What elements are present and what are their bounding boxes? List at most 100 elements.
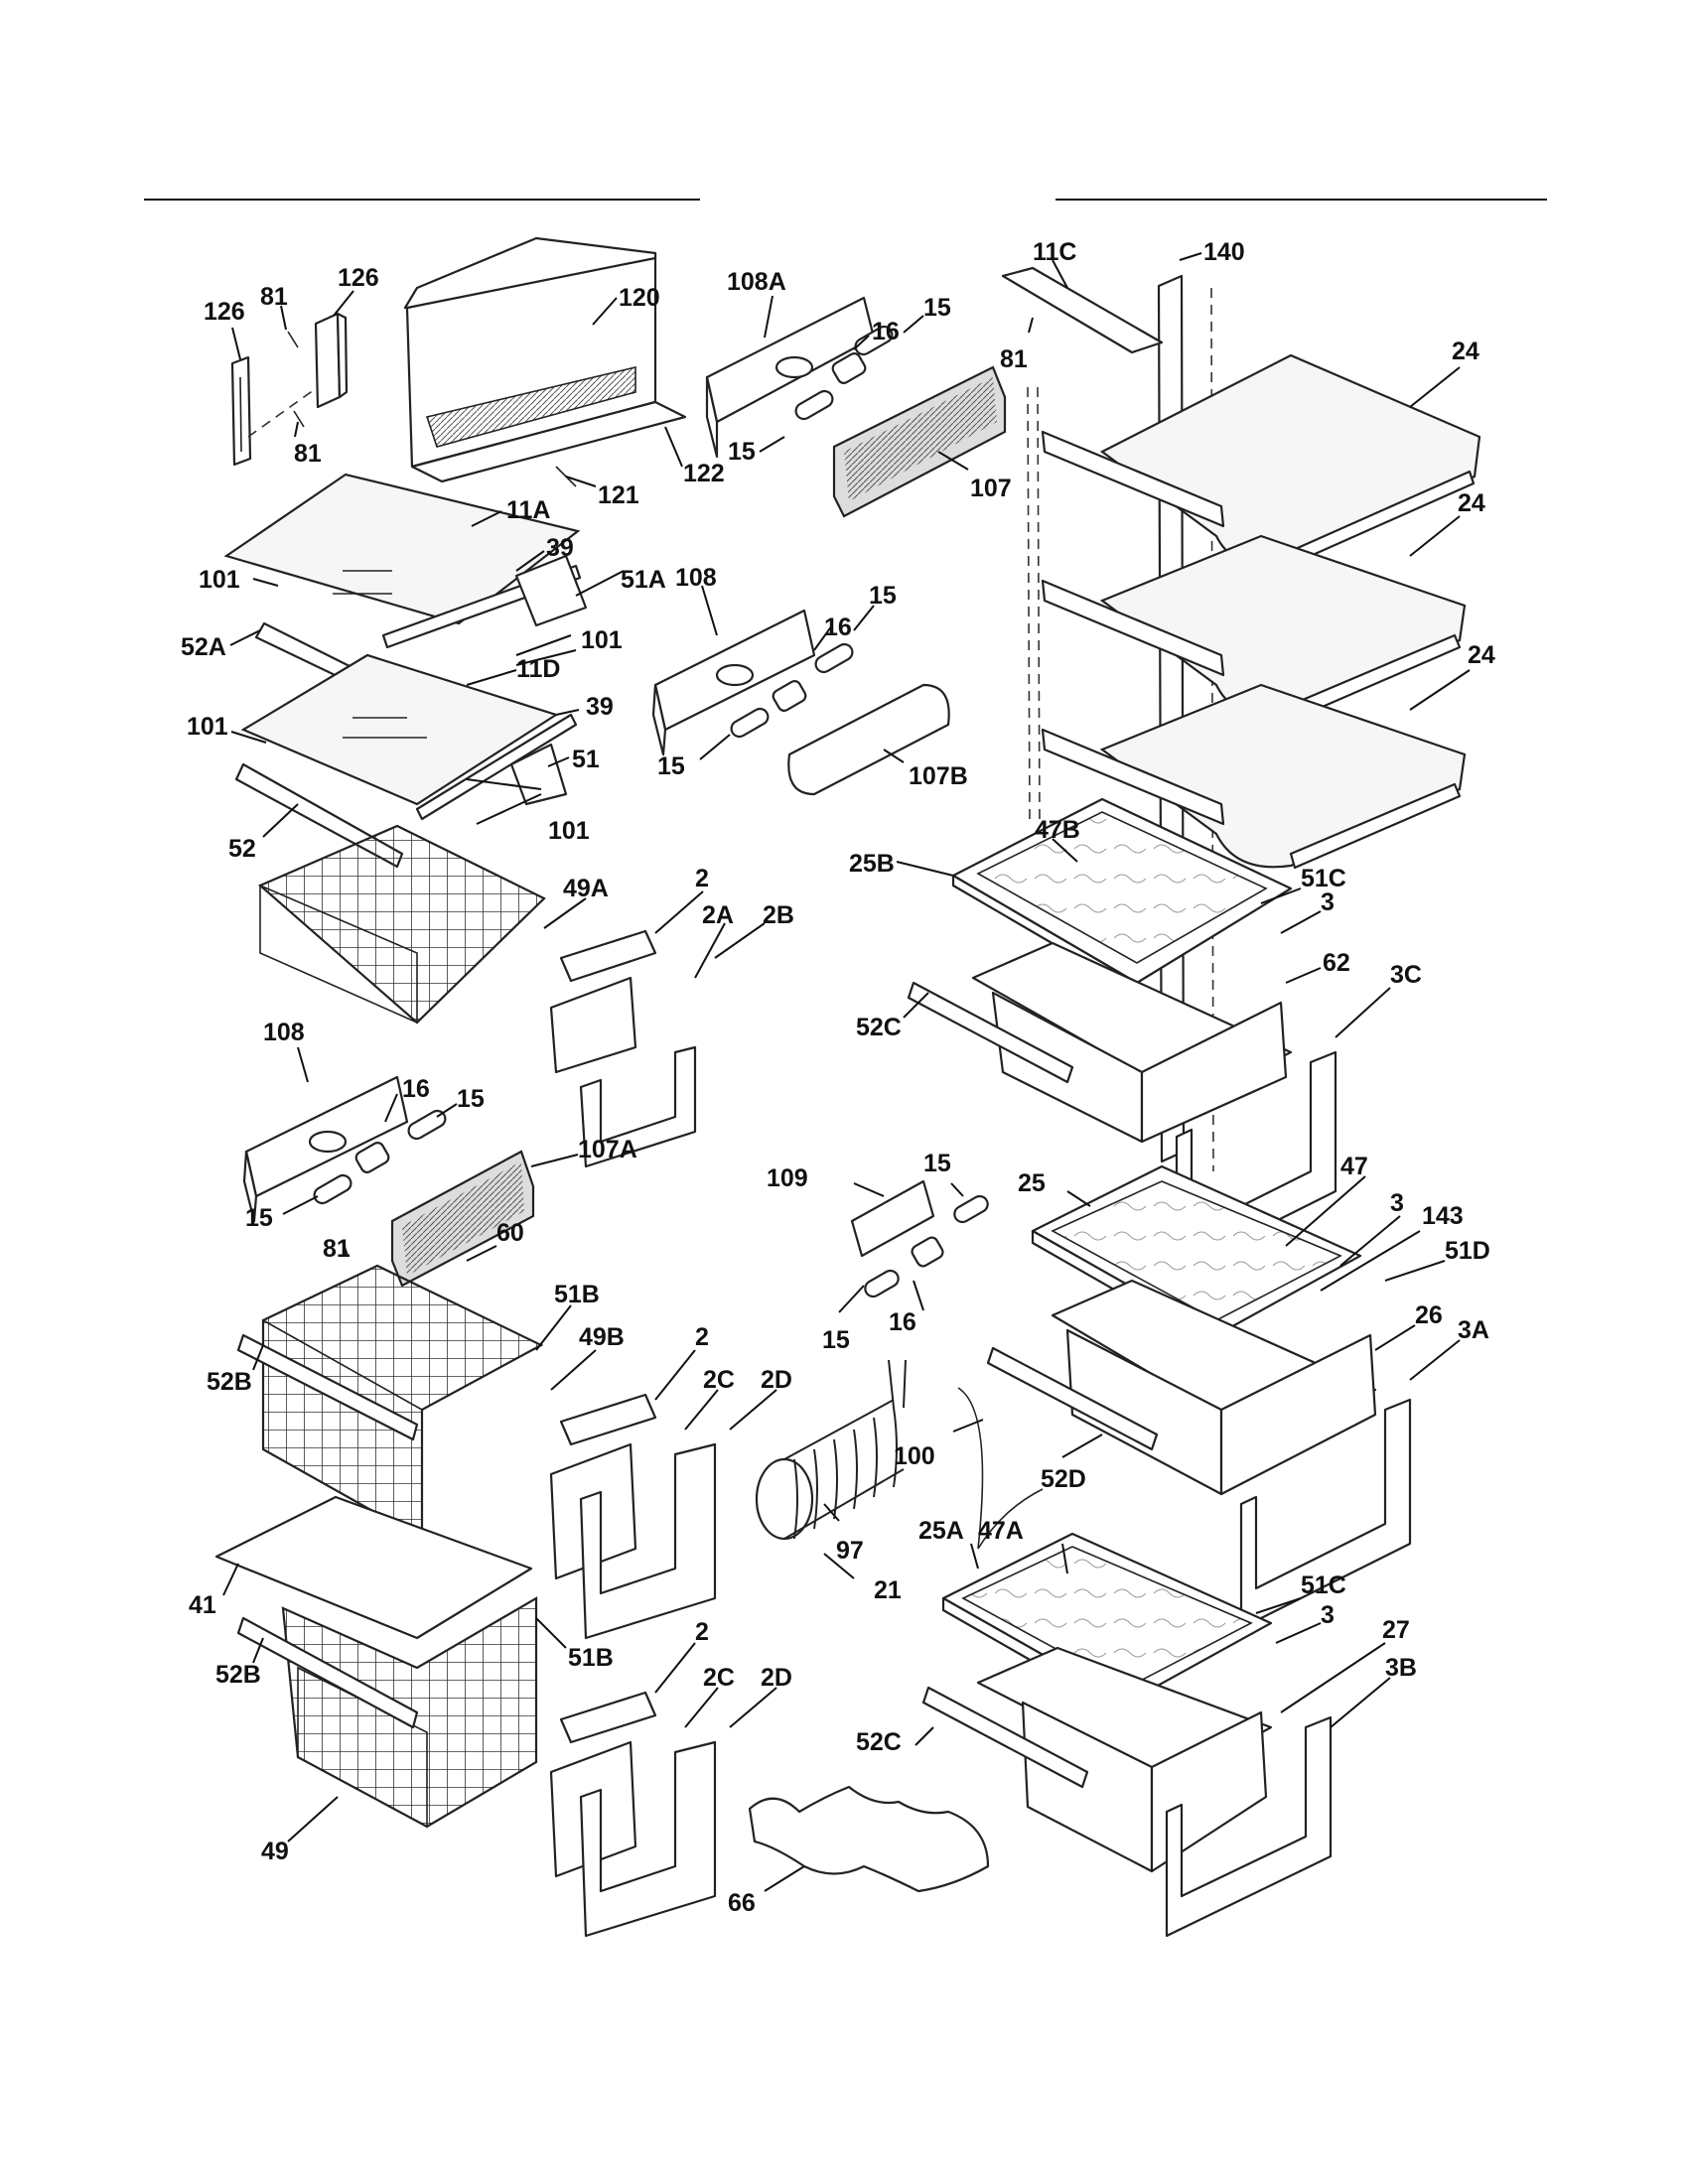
slide-52D [986, 1346, 1159, 1451]
bin-holder-2-top [549, 929, 697, 1168]
light-housing-109 [850, 1179, 989, 1298]
screws-81 [247, 331, 319, 438]
callout-label: 11A [506, 496, 550, 524]
callout-label: 11D [516, 655, 560, 683]
callout-label: 3 [1321, 888, 1335, 916]
wine-rack-66 [748, 1785, 990, 1893]
callout-label: 11C [1033, 238, 1076, 266]
basket-49B [261, 1264, 544, 1541]
callout-label: 107B [909, 762, 968, 790]
callout-label: 3 [1321, 1601, 1335, 1629]
callout-label: 2D [761, 1664, 792, 1692]
bracket-126-right [314, 312, 349, 409]
bin-holder-2-low [549, 1691, 717, 1938]
callout-label: 24 [1452, 338, 1479, 365]
callout-label: 16 [824, 614, 852, 641]
callout-label: 51C [1301, 1571, 1346, 1599]
cover-41 [214, 1495, 533, 1640]
crisper-pan-27 [976, 1646, 1273, 1873]
callout-label: 49B [579, 1323, 625, 1351]
mullion-100 [957, 1387, 1044, 1550]
callout-label: 15 [822, 1326, 850, 1354]
callout-label: 107 [970, 475, 1012, 502]
callout-label: 2D [761, 1366, 792, 1394]
callout-label: 2 [695, 865, 709, 892]
housing-108 [651, 609, 816, 756]
bulbs-15-16-top [794, 325, 894, 421]
callout-label: 81 [1000, 345, 1028, 373]
callout-label: 25 [1018, 1169, 1046, 1197]
callout-label: 52B [215, 1661, 261, 1689]
callout-label: 15 [457, 1085, 485, 1113]
callout-label: 3 [1390, 1189, 1404, 1217]
callout-label: 100 [894, 1442, 935, 1470]
callout-label: 2 [695, 1323, 709, 1351]
grille-107 [832, 365, 1007, 518]
callout-label: 52 [228, 835, 256, 863]
callout-label: 15 [869, 582, 897, 610]
callout-label: 51C [1301, 865, 1346, 892]
callout-label: 60 [496, 1219, 524, 1247]
callout-label: 15 [923, 294, 951, 322]
callout-label: 16 [889, 1308, 916, 1336]
slide-52C-low [921, 1686, 1089, 1789]
slide-51 [509, 743, 568, 806]
callout-label: 51 [572, 746, 600, 773]
bulbs-15-16-lower [313, 1109, 447, 1205]
bulbs-15-16-mid [730, 642, 854, 739]
callout-label: 108 [675, 564, 717, 592]
callout-label: 41 [189, 1591, 216, 1619]
callout-label: 81 [260, 283, 288, 311]
callout-label: 47A [978, 1517, 1024, 1545]
callout-label: 49 [261, 1838, 289, 1865]
trim-39-lower [415, 713, 578, 821]
callout-label: 47 [1340, 1153, 1368, 1180]
leader-lines [222, 252, 1471, 1892]
shelf-24-mid [1041, 534, 1467, 721]
callout-label: 2C [703, 1664, 735, 1692]
callout-label: 2 [695, 1618, 709, 1646]
callout-label: 3B [1385, 1654, 1417, 1682]
callout-label: 120 [619, 284, 660, 312]
callout-label: 25B [849, 850, 895, 878]
callout-label: 101 [199, 566, 240, 594]
callout-label: 2A [702, 901, 734, 929]
callout-label: 108 [263, 1019, 305, 1046]
glass-shelf-11D [240, 653, 559, 806]
grille-107A [390, 1150, 535, 1288]
crisper-pan-26 [1051, 1279, 1377, 1496]
callout-label: 3C [1390, 961, 1422, 989]
callout-label: 51D [1445, 1237, 1490, 1265]
callout-label: 126 [204, 298, 245, 326]
callout-label: 16 [402, 1075, 430, 1103]
callout-label: 122 [683, 460, 725, 487]
callout-label: 39 [586, 693, 614, 721]
rail-52B-upper [236, 1333, 419, 1441]
heater-97 [755, 1359, 907, 1541]
callout-label: 51B [554, 1281, 600, 1308]
callout-label: 26 [1415, 1301, 1443, 1329]
callout-label: 81 [294, 440, 322, 468]
callout-label: 121 [598, 481, 639, 509]
callout-label: 108A [727, 268, 786, 296]
cover-107B [787, 683, 950, 796]
callout-label: 15 [923, 1150, 951, 1177]
pan-120 [403, 236, 687, 487]
callout-label: 39 [546, 534, 574, 562]
glass-shelf-11A [223, 473, 581, 625]
callout-label: 101 [548, 817, 590, 845]
callout-labels: 126 81 126 81 120 122 121 108A 16 15 15 … [181, 238, 1495, 1917]
callout-label: 51A [621, 566, 666, 594]
rail-11C [1001, 266, 1164, 354]
slide-52C-top [907, 981, 1074, 1084]
callout-label: 52B [207, 1368, 252, 1396]
callout-label: 52A [181, 633, 226, 661]
callout-label: 101 [187, 713, 228, 741]
callout-label: 2B [763, 901, 794, 929]
basket-49A [257, 824, 546, 1024]
rail-52B-lower [236, 1616, 419, 1729]
callout-label: 16 [872, 318, 900, 345]
callout-label: 24 [1468, 641, 1495, 669]
callout-label: 126 [338, 264, 379, 292]
